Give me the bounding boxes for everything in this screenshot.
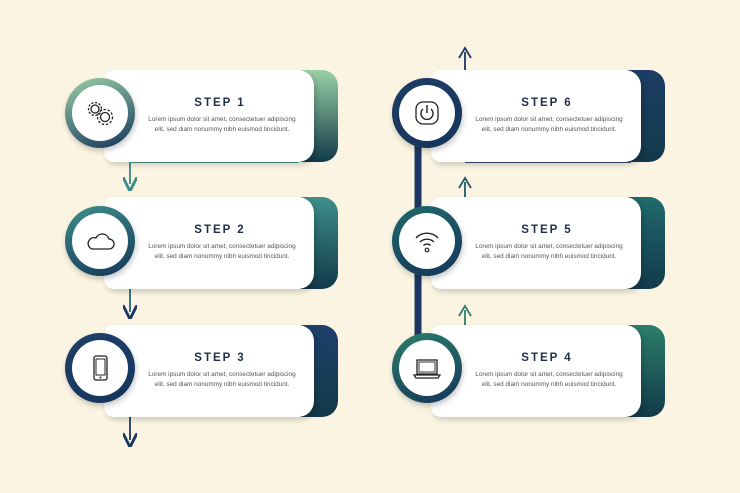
step-title: STEP 1 [194, 97, 246, 109]
step-description: Lorem ipsum dolor sit amet, consectetuer… [475, 243, 623, 260]
wifi-icon [415, 232, 439, 253]
step-description: Lorem ipsum dolor sit amet, consectetuer… [148, 116, 296, 133]
step-title: STEP 2 [194, 224, 246, 236]
step-title: STEP 4 [521, 352, 573, 364]
step-3-icon-circle [65, 333, 135, 403]
card-face: STEP 3 Lorem ipsum dolor sit amet, consec… [104, 325, 314, 417]
step-6-icon-circle [392, 78, 462, 148]
card-face: STEP 6 Lorem ipsum dolor sit amet, consec… [431, 70, 641, 162]
laptop-icon [412, 359, 442, 379]
step-description: Lorem ipsum dolor sit amet, consectetuer… [148, 243, 296, 260]
step-1-icon-circle [65, 78, 135, 148]
step-title: STEP 3 [194, 352, 246, 364]
step-5-icon-circle [392, 206, 462, 276]
step-description: Lorem ipsum dolor sit amet, consectetuer… [148, 371, 296, 388]
step-description: Lorem ipsum dolor sit amet, consectetuer… [475, 116, 623, 133]
step-2-icon-circle [65, 206, 135, 276]
step-card-2: STEP 2 Lorem ipsum dolor sit amet, consec… [104, 197, 338, 289]
step-card-6: STEP 6 Lorem ipsum dolor sit amet, consec… [431, 70, 665, 162]
step-card-5: STEP 5 Lorem ipsum dolor sit amet, consec… [431, 197, 665, 289]
step-card-3: STEP 3 Lorem ipsum dolor sit amet, consec… [104, 325, 338, 417]
card-face: STEP 1 Lorem ipsum dolor sit amet, consec… [104, 70, 314, 162]
power-button-icon [415, 101, 439, 125]
cloud-icon [87, 233, 115, 250]
step-title: STEP 6 [521, 97, 573, 109]
gears-icon [87, 101, 114, 126]
step-4-icon-circle [392, 333, 462, 403]
step-card-4: STEP 4 Lorem ipsum dolor sit amet, consec… [431, 325, 665, 417]
mobile-phone-icon [93, 355, 108, 381]
card-face: STEP 5 Lorem ipsum dolor sit amet, consec… [431, 197, 641, 289]
step-description: Lorem ipsum dolor sit amet, consectetuer… [475, 371, 623, 388]
step-card-1: STEP 1 Lorem ipsum dolor sit amet, consec… [104, 70, 338, 162]
card-face: STEP 2 Lorem ipsum dolor sit amet, consec… [104, 197, 314, 289]
step-title: STEP 5 [521, 224, 573, 236]
card-face: STEP 4 Lorem ipsum dolor sit amet, consec… [431, 325, 641, 417]
